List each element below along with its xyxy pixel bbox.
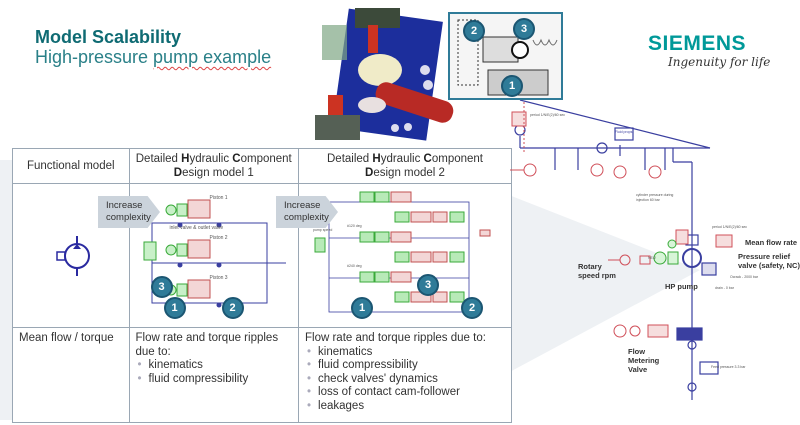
model1-badge-1: 1 — [163, 297, 186, 319]
list-item: loss of contact cam-follower — [305, 386, 505, 400]
deg120-label: #120 deg — [347, 224, 362, 228]
cylinder-pressure-label: cylinder pressure during injection 60 ba… — [636, 193, 674, 202]
model-1-effects-list: kinematics fluid compressibility — [136, 359, 292, 386]
model-1-schematic — [143, 199, 286, 308]
subtitle-underlined-text: pump example — [153, 47, 272, 67]
table-diagram-row: Piston 1 inlet valve & outlet valve Pist… — [12, 183, 512, 328]
model-1-description-text: Flow rate and torque ripples due to: — [135, 332, 279, 358]
pump-3d-render — [315, 8, 454, 141]
slide-title: Model Scalability — [35, 27, 182, 47]
model-2-description-text: Flow rate and torque ripples due to: — [305, 332, 486, 344]
mean-flow-rate-label: Mean flow rate — [745, 238, 798, 247]
subtitle-text: High-pressure — [35, 47, 154, 67]
model-2-description: Flow rate and torque ripples due to: kin… — [298, 327, 512, 423]
header-text: omponent — [240, 153, 292, 165]
piston-2-label: Piston 2 — [209, 235, 228, 241]
slide-subtitle: High-pressure pump example — [35, 47, 271, 68]
feed-pressure-label: Feed pressure 3.3 bar — [711, 365, 746, 369]
period-top-label: period 1/N/E(2)/60 sec — [530, 113, 566, 117]
header-text: omponent — [431, 153, 483, 165]
list-item: fluid compressibility — [136, 373, 292, 387]
cutaway-badge-1: 1 — [501, 75, 523, 97]
model1-badge-2: 2 — [221, 297, 244, 319]
header-text: esign model 1 — [182, 167, 254, 179]
model1-badge-3: 3 — [150, 276, 173, 298]
fluid-props-label: Fluid props — [615, 130, 633, 134]
arrow-label: complexity — [284, 212, 329, 223]
header-initial: H — [181, 153, 190, 165]
model2-badge-2: 2 — [461, 297, 483, 319]
header-functional-model: Functional model — [12, 148, 130, 184]
list-item: leakages — [305, 400, 505, 414]
table-header-row: Functional model Detailed Hydraulic Comp… — [12, 148, 512, 184]
table-footer-row: Mean flow / torque Flow rate and torque … — [12, 327, 512, 423]
siemens-logo: SIEMENS — [648, 32, 747, 55]
pump-speed-label: pump speed — [313, 228, 333, 232]
model-2-schematic — [314, 191, 491, 313]
arrow-label: complexity — [106, 212, 151, 223]
rotary-speed-label: Rotary speed rpm — [578, 262, 616, 280]
header-initial: D — [365, 167, 374, 179]
header-initial: H — [372, 153, 381, 165]
pump-symbol-icon — [56, 236, 90, 276]
valves-label: inlet valve & outlet valve — [169, 225, 224, 231]
brand-tagline: Ingenuity for life — [668, 55, 771, 69]
list-item: check valves' dynamics — [305, 373, 505, 387]
header-text: Detailed — [135, 153, 182, 165]
list-item: kinematics — [305, 346, 505, 360]
functional-model-description: Mean flow / torque — [12, 327, 130, 423]
hp-pump-label: HP pump — [665, 282, 698, 291]
ocrack-label: Ocrack - 2000 bar — [730, 275, 759, 279]
pressure-relief-valve-label: Pressure relief valve (safety, NC) — [738, 252, 800, 270]
piston-1-label: Piston 1 — [209, 195, 228, 201]
model-1-description: Flow rate and torque ripples due to: kin… — [128, 327, 300, 423]
ne2-label: NE/2 — [648, 256, 656, 260]
arrow-label: Increase — [106, 200, 143, 211]
arrow-label: Increase — [284, 200, 321, 211]
piston-3-label: Piston 3 — [209, 275, 228, 281]
deg240-label: #240 deg — [347, 264, 362, 268]
model-comparison-table: Functional model Detailed Hydraulic Comp… — [12, 148, 512, 423]
list-item: fluid compressibility — [305, 359, 505, 373]
cutaway-badge-2: 2 — [463, 20, 485, 42]
header-design-model-2: Detailed Hydraulic Component Design mode… — [298, 148, 512, 184]
model2-badge-1: 1 — [351, 297, 373, 319]
period-mid-label: period 1/N/E(2)/60 sec — [712, 225, 748, 229]
header-text: ydraulic — [380, 153, 424, 165]
design-model-1-cell: Piston 1 inlet valve & outlet valve Pist… — [128, 183, 300, 328]
header-text: Detailed — [327, 153, 373, 165]
hp-pump-system-schematic — [510, 100, 733, 400]
model2-badge-3: 3 — [417, 274, 439, 296]
header-initial: D — [173, 167, 183, 179]
header-initial: C — [423, 153, 432, 165]
header-design-model-1: Detailed Hydraulic Component Design mode… — [128, 148, 300, 184]
header-text: esign model 2 — [373, 167, 445, 179]
list-item: kinematics — [136, 359, 292, 373]
header-text: ydraulic — [189, 153, 233, 165]
drain-label: drain - 0 bar — [715, 286, 734, 290]
model-2-effects-list: kinematics fluid compressibility check v… — [305, 346, 505, 414]
cutaway-badge-3: 3 — [513, 18, 535, 40]
flow-metering-valve-label: Flow Metering Valve — [628, 347, 660, 374]
header-initial: C — [232, 153, 241, 165]
